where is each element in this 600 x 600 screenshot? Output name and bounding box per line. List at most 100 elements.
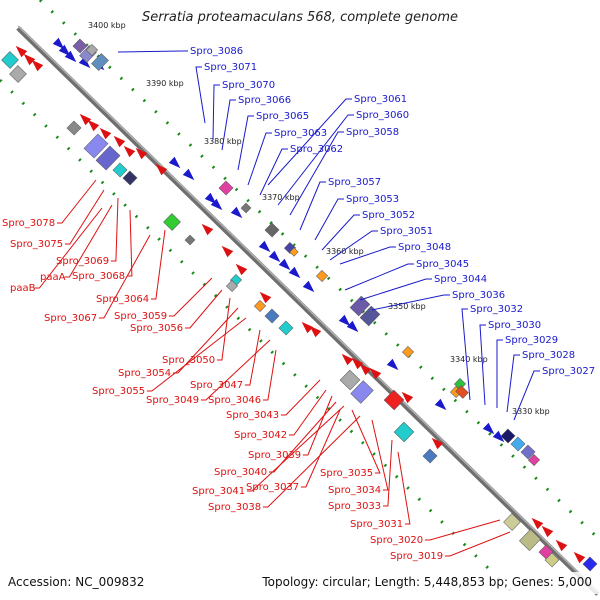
reverse-label-leader (184, 289, 223, 329)
forward-gene-label[interactable]: Spro_3070 (222, 80, 275, 91)
forward-gene-label[interactable]: Spro_3036 (452, 290, 505, 301)
scale-label: 3360 kbp (326, 247, 364, 256)
forward-gene-label[interactable]: Spro_3027 (542, 366, 595, 377)
forward-label-leader (259, 148, 288, 196)
gene-feature-box (91, 53, 109, 71)
forward-gene-label[interactable]: Spro_3032 (470, 304, 523, 315)
forward-gene-label[interactable]: Spro_3029 (505, 335, 558, 346)
reverse-gene-label[interactable]: Spro_3049 (146, 395, 199, 406)
forward-gene-label[interactable]: Spro_3045 (416, 259, 469, 270)
forward-label-leader (479, 324, 486, 406)
forward-gene-label[interactable]: Spro_3058 (346, 127, 399, 138)
upper-dotted-track (38, 0, 600, 542)
forward-label-leader (344, 263, 414, 291)
topology-summary: Topology: circular; Length: 5,448,853 bp… (261, 575, 592, 589)
gene-arrow-reverse (555, 539, 568, 552)
forward-gene-label[interactable]: Spro_3060 (356, 110, 409, 121)
reverse-gene-label[interactable]: Spro_3056 (130, 323, 183, 334)
gene-arrow-reverse (87, 119, 100, 132)
reverse-label-leader (262, 415, 361, 508)
gene-feature-box (83, 133, 109, 159)
forward-gene-label[interactable]: Spro_3066 (238, 95, 291, 106)
reverse-gene-label[interactable]: Spro_3039 (248, 450, 301, 461)
reverse-gene-label[interactable]: paaA (40, 272, 66, 283)
gene-feature-box (339, 369, 361, 391)
gene-arrow-forward (288, 266, 301, 279)
reverse-gene-label[interactable]: Spro_3069 (56, 256, 109, 267)
gene-arrow-reverse (259, 291, 272, 304)
reverse-gene-label[interactable]: Spro_3059 (114, 311, 167, 322)
reverse-gene-label[interactable]: Spro_3050 (162, 355, 215, 366)
forward-gene-label[interactable]: Spro_3044 (434, 274, 487, 285)
reverse-gene-label[interactable]: Spro_3078 (2, 218, 55, 229)
gene-feature-box (520, 444, 536, 460)
forward-gene-label[interactable]: Spro_3065 (256, 111, 309, 122)
gene-arrow-reverse (301, 321, 314, 334)
gene-feature-box (225, 279, 239, 293)
gene-arrow-forward (278, 258, 291, 271)
gene-arrow-reverse (401, 391, 414, 404)
reverse-gene-label[interactable]: Spro_3037 (246, 482, 299, 493)
reverse-gene-label[interactable]: Spro_3035 (320, 468, 373, 479)
gene-arrow-reverse (135, 147, 148, 160)
forward-gene-label[interactable]: Spro_3062 (290, 144, 343, 155)
forward-gene-label[interactable]: Spro_3057 (328, 177, 381, 188)
gene-arrow-reverse (123, 145, 136, 158)
reverse-gene-label[interactable]: Spro_3020 (370, 535, 423, 546)
gene-feature-box (315, 269, 329, 283)
reverse-label-leader (262, 349, 277, 401)
reverse-gene-label[interactable]: Spro_3033 (328, 501, 381, 512)
gene-feature-box (359, 305, 381, 327)
reverse-label-leader (397, 451, 411, 525)
reverse-gene-label[interactable]: Spro_3055 (92, 386, 145, 397)
reverse-gene-label[interactable]: Spro_3034 (328, 485, 381, 496)
reverse-gene-label[interactable]: Spro_3043 (226, 410, 279, 421)
forward-label-leader (359, 278, 432, 301)
reverse-gene-label[interactable]: Spro_3038 (208, 502, 261, 513)
forward-gene-label[interactable]: Spro_3030 (488, 320, 541, 331)
forward-gene-label[interactable]: Spro_3071 (204, 62, 257, 73)
gene-arrow-forward (482, 422, 495, 435)
reverse-gene-label[interactable]: Spro_3019 (390, 551, 443, 562)
reverse-gene-label[interactable]: Spro_3068 (72, 271, 125, 282)
reverse-gene-label[interactable]: Spro_3040 (214, 467, 267, 478)
forward-gene-label[interactable]: Spro_3063 (274, 128, 327, 139)
gene-arrow-reverse (15, 45, 28, 58)
gene-arrow-reverse (79, 113, 92, 126)
forward-gene-label[interactable]: Spro_3086 (190, 46, 243, 57)
gene-arrow-forward (492, 430, 505, 443)
reverse-gene-label[interactable]: Spro_3067 (44, 313, 97, 324)
reverse-gene-label[interactable]: paaB (10, 283, 36, 294)
gene-arrow-forward (386, 358, 399, 371)
gene-arrow-forward (302, 280, 315, 293)
reverse-label-leader (268, 401, 337, 473)
gene-arrow-reverse (31, 59, 44, 72)
gene-feature-box (184, 234, 196, 246)
reverse-gene-label[interactable]: Spro_3075 (10, 239, 63, 250)
gene-feature-box (85, 43, 99, 57)
reverse-gene-label[interactable]: Spro_3047 (190, 380, 243, 391)
reverse-gene-label[interactable]: Spro_3046 (208, 395, 261, 406)
gene-feature-box (519, 529, 541, 551)
forward-gene-label[interactable]: Spro_3048 (398, 242, 451, 253)
forward-label-leader (221, 99, 236, 151)
gene-arrow-reverse (541, 525, 554, 538)
forward-gene-label[interactable]: Spro_3051 (380, 226, 433, 237)
reverse-label-leader (150, 229, 166, 300)
reverse-gene-label[interactable]: Spro_3042 (234, 430, 287, 441)
forward-label-leader (371, 294, 450, 311)
reverse-label-leader (34, 207, 103, 289)
gene-arrow-reverse (155, 163, 168, 176)
gene-feature-box (1, 51, 19, 69)
gene-arrow-reverse (359, 363, 372, 376)
forward-gene-label[interactable]: Spro_3052 (362, 210, 415, 221)
reverse-gene-label[interactable]: Spro_3054 (118, 368, 171, 379)
reverse-gene-label[interactable]: Spro_3031 (350, 519, 403, 530)
forward-gene-label[interactable]: Spro_3061 (354, 94, 407, 105)
forward-gene-label[interactable]: Spro_3028 (522, 350, 575, 361)
reverse-gene-label[interactable]: Spro_3064 (96, 294, 149, 305)
forward-gene-label[interactable]: Spro_3053 (346, 194, 399, 205)
reverse-gene-label[interactable]: Spro_3041 (192, 486, 245, 497)
